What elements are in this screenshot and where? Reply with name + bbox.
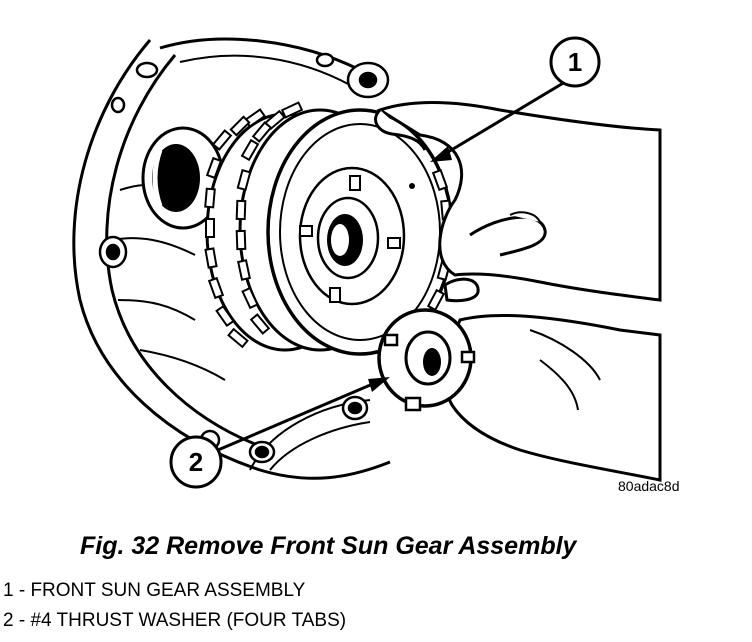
callout-1-number: 1 [568,47,582,77]
callout-2-number: 2 [189,447,203,477]
legend: 1 - FRONT SUN GEAR ASSEMBLY 2 - #4 THRUS… [3,576,346,636]
figure-caption: Fig. 32 Remove Front Sun Gear Assembly [80,532,577,560]
upper-hand [374,101,662,303]
callout-1: 1 [430,36,601,162]
callout-2: 2 [169,377,390,489]
front-sun-gear [266,108,454,356]
lower-hand [443,313,662,482]
legend-item: 2 - #4 THRUST WASHER (FOUR TABS) [3,610,347,631]
figure-reference-code: 80adac8d [618,478,680,494]
thrust-washer [377,308,476,412]
case-bore [141,126,225,230]
sun-gear-illustration: 1 2 [72,36,662,489]
legend-item: 1 - FRONT SUN GEAR ASSEMBLY [3,580,306,601]
